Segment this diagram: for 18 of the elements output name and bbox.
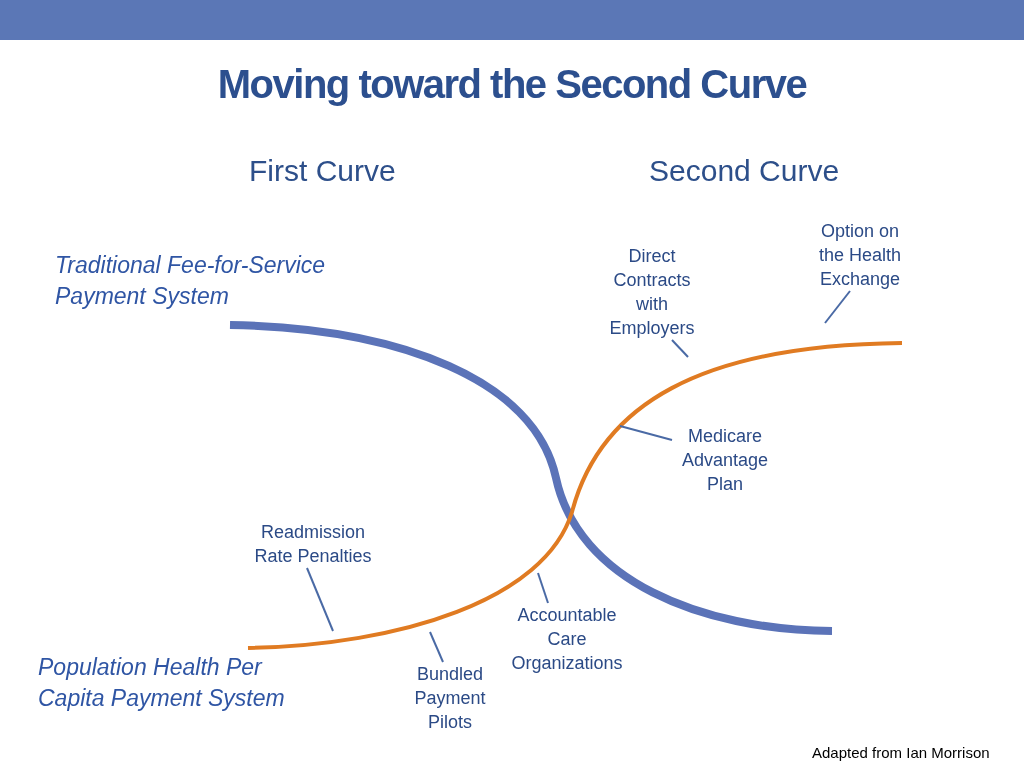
callout-label: Readmission Rate Penalties xyxy=(243,520,383,568)
leader-line xyxy=(537,572,549,604)
curve-caption: Traditional Fee-for-Service Payment System xyxy=(55,251,327,311)
callout-label: Option on the Health Exchange xyxy=(810,219,910,291)
leader-line xyxy=(429,631,444,663)
callout-label: Medicare Advantage Plan xyxy=(672,424,778,496)
callout-label: Bundled Payment Pilots xyxy=(400,662,500,734)
callout-label: Accountable Care Organizations xyxy=(497,603,637,675)
leader-line xyxy=(306,567,334,632)
leader-line xyxy=(824,290,851,324)
curve-caption: Population Health Per Capita Payment System xyxy=(38,653,286,713)
source-note: Adapted from Ian Morrison xyxy=(812,744,990,761)
callout-label: Direct Contracts with Employers xyxy=(602,244,702,340)
slide-title: Moving toward the Second Curve xyxy=(216,62,808,107)
leader-line xyxy=(671,339,689,358)
leader-line xyxy=(619,425,673,441)
column-heading: Second Curve xyxy=(649,154,840,188)
column-heading: First Curve xyxy=(249,154,396,188)
